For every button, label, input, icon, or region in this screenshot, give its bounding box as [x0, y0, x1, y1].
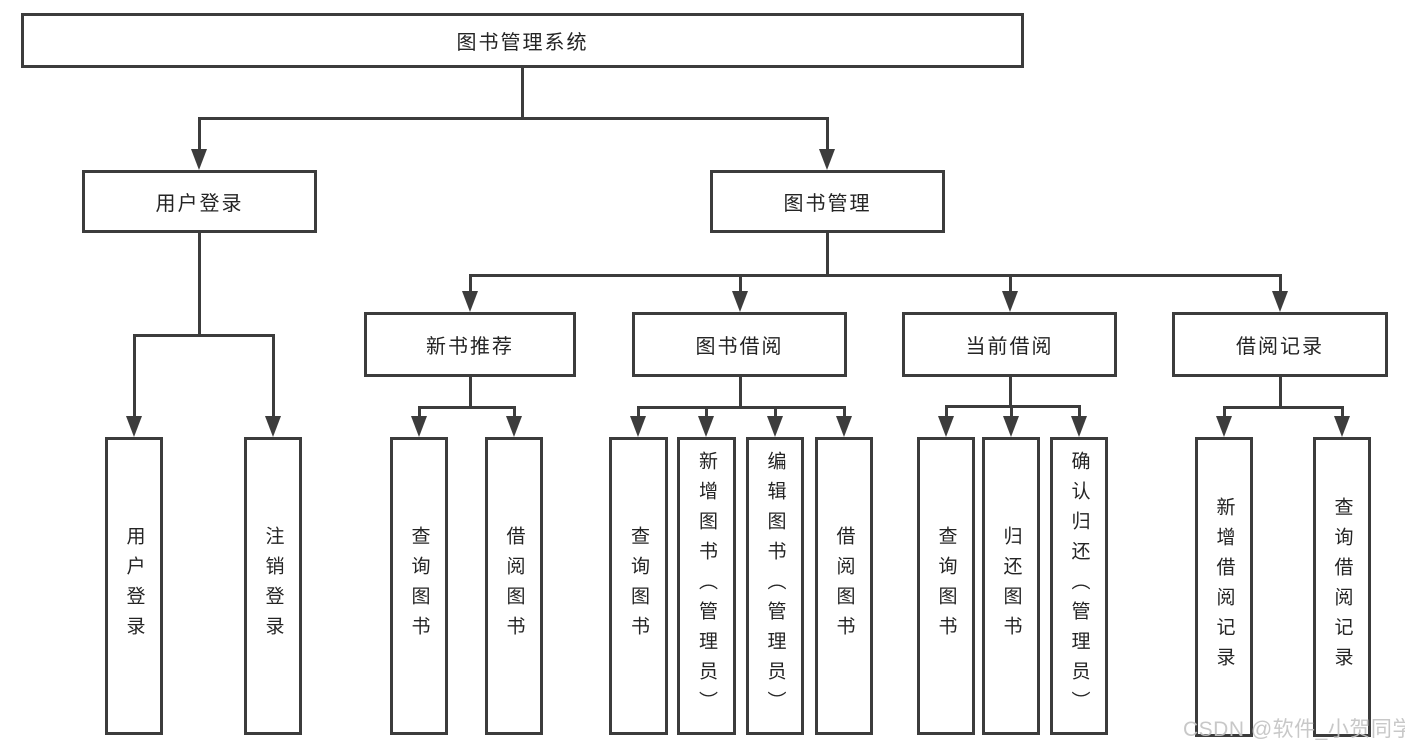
arrowhead-down-icon: [819, 149, 835, 170]
connector-line-vertical: [271, 335, 275, 418]
connector-line-vertical: [1278, 275, 1282, 294]
node-leaf-bb-query-book: 查询图书: [609, 437, 668, 735]
connector-line-vertical: [132, 335, 136, 418]
arrowhead-down-icon: [1272, 291, 1288, 312]
arrowhead-down-icon: [836, 416, 852, 437]
arrowhead-down-icon: [265, 416, 281, 437]
node-leaf-bb-add-book: 新增图书（管理员）: [677, 437, 736, 735]
connector-line-horizontal: [1222, 405, 1344, 409]
connector-line-vertical: [636, 407, 640, 418]
node-leaf-cb-confirm: 确认归还（管理员）: [1050, 437, 1108, 735]
arrowhead-down-icon: [411, 416, 427, 437]
connector-line-vertical: [842, 407, 846, 418]
node-current-borrow: 当前借阅: [902, 312, 1117, 377]
arrowhead-down-icon: [767, 416, 783, 437]
connector-line-horizontal: [468, 273, 1282, 277]
connector-line-vertical: [197, 233, 201, 336]
connector-line-horizontal: [132, 333, 275, 337]
arrowhead-down-icon: [506, 416, 522, 437]
connector-line-horizontal: [197, 116, 829, 120]
connector-line-vertical: [1008, 377, 1012, 407]
connector-line-vertical: [468, 377, 472, 408]
arrowhead-down-icon: [462, 291, 478, 312]
csdn-watermark: CSDN @软件_小贺同学: [1183, 718, 1405, 741]
node-user-login-branch: 用户登录: [82, 170, 317, 233]
connector-line-vertical: [197, 118, 201, 152]
arrowhead-down-icon: [191, 149, 207, 170]
connector-line-horizontal: [636, 405, 846, 409]
arrowhead-down-icon: [630, 416, 646, 437]
node-leaf-nbr-query-book: 查询图书: [390, 437, 448, 735]
connector-line-vertical: [738, 377, 742, 408]
node-leaf-br-query-record: 查询借阅记录: [1313, 437, 1371, 737]
node-leaf-br-add-record: 新增借阅记录: [1195, 437, 1253, 737]
node-leaf-nbr-borrow-book: 借阅图书: [485, 437, 543, 735]
node-new-book-recommend: 新书推荐: [364, 312, 576, 377]
arrowhead-down-icon: [1071, 416, 1087, 437]
connector-line-vertical: [704, 407, 708, 418]
arrowhead-down-icon: [1003, 416, 1019, 437]
connector-line-vertical: [417, 407, 421, 418]
node-leaf-logout: 注销登录: [244, 437, 302, 735]
arrowhead-down-icon: [698, 416, 714, 437]
connector-line-horizontal: [417, 405, 516, 409]
node-leaf-bb-edit-book: 编辑图书（管理员）: [746, 437, 804, 735]
arrowhead-down-icon: [1002, 291, 1018, 312]
connector-line-vertical: [468, 275, 472, 294]
connector-line-vertical: [1008, 275, 1012, 294]
arrowhead-down-icon: [126, 416, 142, 437]
arrowhead-down-icon: [732, 291, 748, 312]
arrowhead-down-icon: [1216, 416, 1232, 437]
connector-line-vertical: [944, 406, 948, 418]
connector-line-vertical: [1077, 406, 1081, 418]
node-leaf-cb-query-book: 查询图书: [917, 437, 975, 735]
connector-line-vertical: [773, 407, 777, 418]
connector-line-vertical: [512, 407, 516, 418]
node-book-management: 图书管理: [710, 170, 945, 233]
connector-line-vertical: [825, 118, 829, 152]
connector-line-vertical: [1009, 406, 1013, 418]
node-leaf-cb-return-book: 归还图书: [982, 437, 1040, 735]
node-root-system: 图书管理系统: [21, 13, 1024, 68]
arrowhead-down-icon: [938, 416, 954, 437]
connector-line-vertical: [738, 275, 742, 294]
connector-line-vertical: [1278, 377, 1282, 408]
node-leaf-bb-borrow-book: 借阅图书: [815, 437, 873, 735]
node-leaf-user-login: 用户登录: [105, 437, 163, 735]
connector-line-vertical: [1340, 407, 1344, 418]
node-book-borrow: 图书借阅: [632, 312, 847, 377]
arrowhead-down-icon: [1334, 416, 1350, 437]
connector-line-vertical: [1222, 407, 1226, 418]
connector-line-vertical: [825, 233, 829, 276]
connector-line-horizontal: [944, 404, 1081, 408]
connector-line-vertical: [520, 68, 524, 119]
node-borrow-record: 借阅记录: [1172, 312, 1388, 377]
